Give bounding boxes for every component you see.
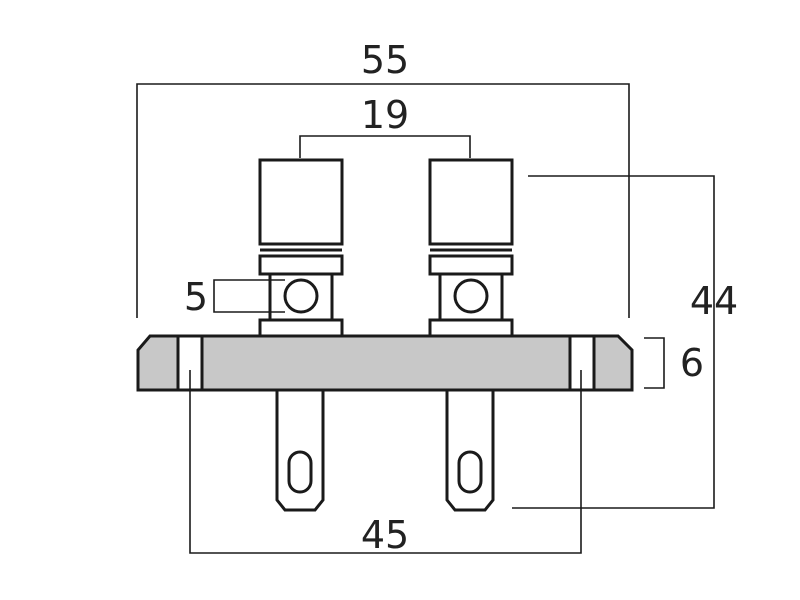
left-solder-tab [275,388,325,512]
hole-diameter-label: 5 [184,275,208,319]
left-terminal-hole [283,278,319,314]
base-plate [136,334,634,392]
overall-width-label: 55 [361,38,409,82]
terminal-spacing-dimension: 19 [299,93,471,158]
overall-height-label: 44 [690,279,738,323]
right-terminal-hole [453,278,489,314]
base-thickness-label: 6 [680,341,704,385]
mounting-spacing-dimension: 45 [189,370,582,557]
right-solder-tab [445,388,495,512]
right-mounting-slot [568,334,596,392]
left-terminal-post [258,158,344,338]
hole-diameter-dimension: 5 [184,275,285,319]
right-terminal-post [428,158,514,338]
mounting-spacing-label: 45 [361,513,409,557]
overall-height-dimension: 44 [512,175,738,509]
base-thickness-dimension: 6 [644,337,704,389]
terminal-spacing-label: 19 [361,93,409,137]
overall-width-dimension: 55 [136,38,630,318]
